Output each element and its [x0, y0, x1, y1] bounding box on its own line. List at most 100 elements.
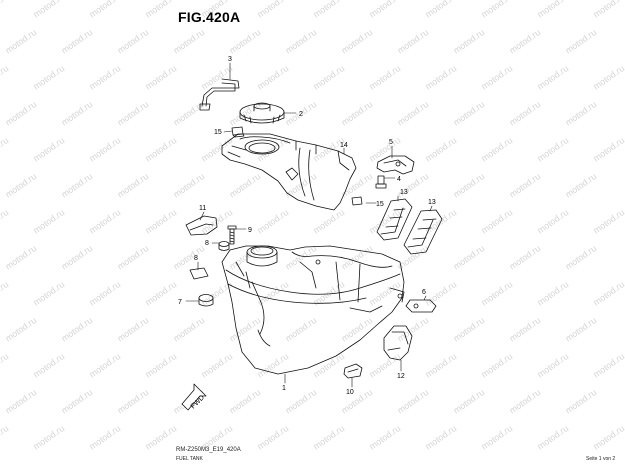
- watermark-text: motod.ru: [451, 99, 486, 128]
- watermark-text: motod.ru: [479, 63, 514, 92]
- watermark-text: motod.ru: [87, 135, 122, 164]
- pad-10[interactable]: [343, 363, 363, 379]
- breather-hose[interactable]: [199, 78, 240, 111]
- watermark-text: motod.ru: [0, 279, 10, 308]
- bolt-9[interactable]: [227, 225, 237, 245]
- watermark-text: motod.ru: [283, 315, 318, 344]
- watermark-text: motod.ru: [171, 171, 206, 200]
- watermark-text: motod.ru: [3, 171, 38, 200]
- watermark-text: motod.ru: [423, 351, 458, 380]
- rear-bracket[interactable]: [383, 325, 413, 361]
- fuel-tank[interactable]: [221, 245, 405, 375]
- watermark-text: motod.ru: [535, 63, 570, 92]
- callout-7: 7: [178, 299, 182, 306]
- watermark-text: motod.ru: [59, 243, 94, 272]
- watermark-text: motod.ru: [591, 63, 625, 92]
- watermark-text: motod.ru: [507, 315, 542, 344]
- watermark-text: motod.ru: [591, 207, 625, 236]
- watermark-text: motod.ru: [283, 387, 318, 416]
- callout-9: 9: [248, 227, 252, 234]
- watermark-text: motod.ru: [479, 279, 514, 308]
- watermark-text: motod.ru: [171, 243, 206, 272]
- watermark-text: motod.ru: [59, 315, 94, 344]
- watermark-text: motod.ru: [199, 279, 234, 308]
- callout-12: 12: [397, 373, 405, 380]
- watermark-text: motod.ru: [535, 279, 570, 308]
- watermark-text: motod.ru: [0, 351, 10, 380]
- watermark-text: motod.ru: [255, 423, 290, 452]
- watermark-text: motod.ru: [535, 135, 570, 164]
- watermark-text: motod.ru: [535, 207, 570, 236]
- watermark-text: motod.ru: [3, 243, 38, 272]
- watermark-text: motod.ru: [255, 207, 290, 236]
- watermark-text: motod.ru: [311, 135, 346, 164]
- callout-13-left: 13: [400, 189, 408, 196]
- watermark-text: motod.ru: [423, 423, 458, 452]
- watermark-text: motod.ru: [59, 99, 94, 128]
- watermark-text: motod.ru: [423, 135, 458, 164]
- watermark-text: motod.ru: [143, 207, 178, 236]
- watermark-text: motod.ru: [59, 171, 94, 200]
- grommet-7[interactable]: [198, 294, 214, 307]
- watermark-text: motod.ru: [507, 171, 542, 200]
- watermark-text: motod.ru: [367, 0, 402, 20]
- fuel-cap[interactable]: [239, 102, 285, 124]
- watermark-text: motod.ru: [3, 27, 38, 56]
- watermark-text: motod.ru: [395, 387, 430, 416]
- watermark-text: motod.ru: [535, 423, 570, 452]
- watermark-text: motod.ru: [451, 243, 486, 272]
- watermark-text: motod.ru: [311, 423, 346, 452]
- watermark-text: motod.ru: [479, 0, 514, 20]
- watermark-text: motod.ru: [143, 279, 178, 308]
- tank-bracket[interactable]: [376, 155, 415, 175]
- callout-1: 1: [282, 385, 286, 392]
- tank-cushion-left[interactable]: [376, 198, 413, 241]
- callout-5: 5: [389, 139, 393, 146]
- callout-10: 10: [346, 389, 354, 396]
- watermark-text: motod.ru: [115, 171, 150, 200]
- watermark-text: motod.ru: [479, 135, 514, 164]
- watermark-text: motod.ru: [143, 135, 178, 164]
- tank-cushion-right[interactable]: [403, 209, 443, 255]
- watermark-text: motod.ru: [591, 279, 625, 308]
- watermark-text: motod.ru: [423, 63, 458, 92]
- bolt-4[interactable]: [375, 175, 387, 189]
- clip-8[interactable]: [189, 267, 209, 280]
- watermark-text: motod.ru: [115, 243, 150, 272]
- watermark-text: motod.ru: [339, 243, 374, 272]
- callout-15-upper: 15: [214, 129, 222, 136]
- watermark-text: motod.ru: [451, 27, 486, 56]
- watermark-text: motod.ru: [115, 27, 150, 56]
- callout-13-right: 13: [428, 199, 436, 206]
- watermark-text: motod.ru: [367, 207, 402, 236]
- watermark-text: motod.ru: [311, 0, 346, 20]
- watermark-text: motod.ru: [395, 243, 430, 272]
- callout-6: 6: [422, 289, 426, 296]
- watermark-text: motod.ru: [423, 0, 458, 20]
- watermark-text: motod.ru: [59, 387, 94, 416]
- forward-direction-arrow: [181, 383, 207, 411]
- watermark-text: motod.ru: [87, 0, 122, 20]
- tank-cover[interactable]: [221, 133, 357, 211]
- watermark-text: motod.ru: [87, 279, 122, 308]
- clamp-plate[interactable]: [185, 215, 218, 236]
- watermark-text: motod.ru: [507, 27, 542, 56]
- rubber-cushion-lower[interactable]: [351, 196, 363, 206]
- watermark-text: motod.ru: [563, 27, 598, 56]
- bracket-6[interactable]: [405, 299, 437, 313]
- watermark-text: motod.ru: [591, 135, 625, 164]
- watermark-text: motod.ru: [507, 99, 542, 128]
- watermark-text: motod.ru: [395, 27, 430, 56]
- watermark-text: motod.ru: [255, 279, 290, 308]
- watermark-text: motod.ru: [87, 207, 122, 236]
- collar-8[interactable]: [218, 241, 230, 251]
- watermark-text: motod.ru: [451, 387, 486, 416]
- watermark-text: motod.ru: [451, 315, 486, 344]
- watermark-text: motod.ru: [171, 315, 206, 344]
- rubber-cushion-upper[interactable]: [231, 126, 245, 138]
- watermark-text: motod.ru: [31, 279, 66, 308]
- watermark-text: motod.ru: [3, 99, 38, 128]
- watermark-text: motod.ru: [367, 279, 402, 308]
- watermark-text: motod.ru: [3, 315, 38, 344]
